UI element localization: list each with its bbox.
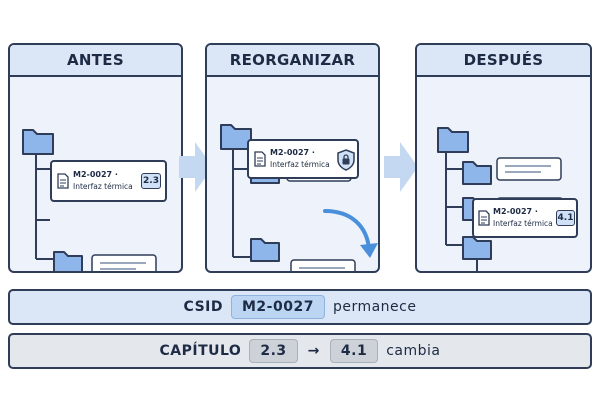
csid-label: CSID	[183, 299, 223, 315]
move-curved-arrow-icon	[323, 209, 378, 258]
csid-status: permanece	[332, 299, 417, 315]
panel-after: DESPUÉS	[415, 43, 592, 273]
chapter-badge: 2.3	[141, 173, 161, 189]
lock-shield-icon	[337, 149, 355, 171]
transition-arrow-icon	[179, 142, 213, 192]
root-folder-icon	[220, 124, 252, 150]
panel-before: ANTES M2-0027 · Interfaz térmica 2.3	[8, 43, 183, 273]
text-lines-card	[91, 254, 157, 271]
document-card-m2-0027[interactable]: M2-0027 · Interfaz térmica 2.3	[50, 160, 167, 202]
text-lines-card	[290, 259, 356, 271]
document-code: M2-0027 ·	[73, 170, 118, 179]
folder-icon	[462, 161, 492, 185]
root-folder-icon	[437, 127, 469, 153]
csid-summary-bar: CSID M2-0027 permanece	[8, 289, 592, 325]
chapter-summary-bar: CAPÍTULO 2.3 → 4.1 cambia	[8, 333, 592, 369]
chapter-label: CAPÍTULO	[159, 343, 242, 359]
transition-arrow-icon	[384, 142, 418, 192]
chapter-to-chip: 4.1	[329, 339, 379, 363]
panel-reorganize-title: REORGANIZAR	[207, 45, 378, 77]
folder-icon	[53, 251, 83, 271]
folder-icon	[250, 238, 280, 262]
text-lines-card	[496, 157, 562, 181]
document-icon	[254, 151, 266, 167]
right-arrow-icon: →	[307, 343, 320, 359]
document-code: M2-0027 ·	[493, 207, 538, 216]
document-card-m2-0027-moving[interactable]: M2-0027 · Interfaz térmica	[247, 139, 359, 179]
chapter-badge: 4.1	[556, 210, 575, 226]
document-code: M2-0027 ·	[270, 148, 315, 157]
chapter-status: cambia	[386, 343, 441, 359]
document-card-m2-0027[interactable]: M2-0027 · Interfaz térmica 4.1	[472, 198, 578, 238]
document-icon	[478, 210, 490, 226]
panel-before-title: ANTES	[10, 45, 181, 77]
csid-value-chip: M2-0027	[230, 295, 325, 319]
document-name: Interfaz térmica	[73, 182, 133, 191]
folder-icon	[462, 236, 492, 260]
document-name: Interfaz térmica	[493, 219, 553, 228]
panel-after-title: DESPUÉS	[417, 45, 590, 77]
panel-reorganize: REORGANIZAR M2-0027 ·	[205, 43, 380, 273]
document-icon	[57, 173, 69, 189]
folder-tree-after	[437, 127, 564, 271]
root-folder-icon	[22, 129, 54, 155]
document-name: Interfaz térmica	[270, 160, 330, 169]
chapter-from-chip: 2.3	[249, 339, 298, 363]
